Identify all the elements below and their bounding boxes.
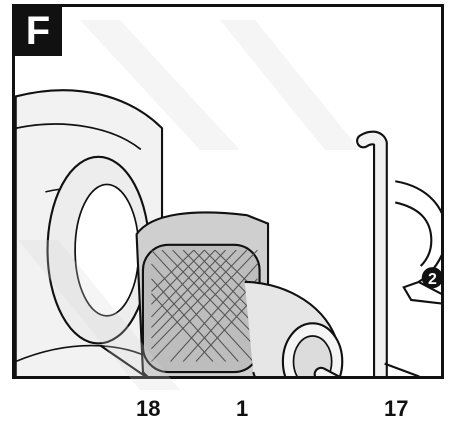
callout-allen-key: 17 <box>384 396 409 421</box>
figure-label: F <box>14 6 62 56</box>
drill-body <box>15 89 164 376</box>
callout-chuck: 1 <box>236 396 249 421</box>
leader-lines <box>99 344 420 376</box>
illustration-frame: 2 <box>12 4 444 379</box>
chuck <box>135 211 344 376</box>
rotation-step-number: 2 <box>428 271 437 288</box>
allen-key <box>313 130 388 376</box>
callout-drill: 18 <box>136 396 161 421</box>
drill-chuck-illustration: 2 <box>15 89 441 376</box>
rotation-arrow: 2 <box>395 180 441 305</box>
rotation-step-marker <box>421 267 441 289</box>
